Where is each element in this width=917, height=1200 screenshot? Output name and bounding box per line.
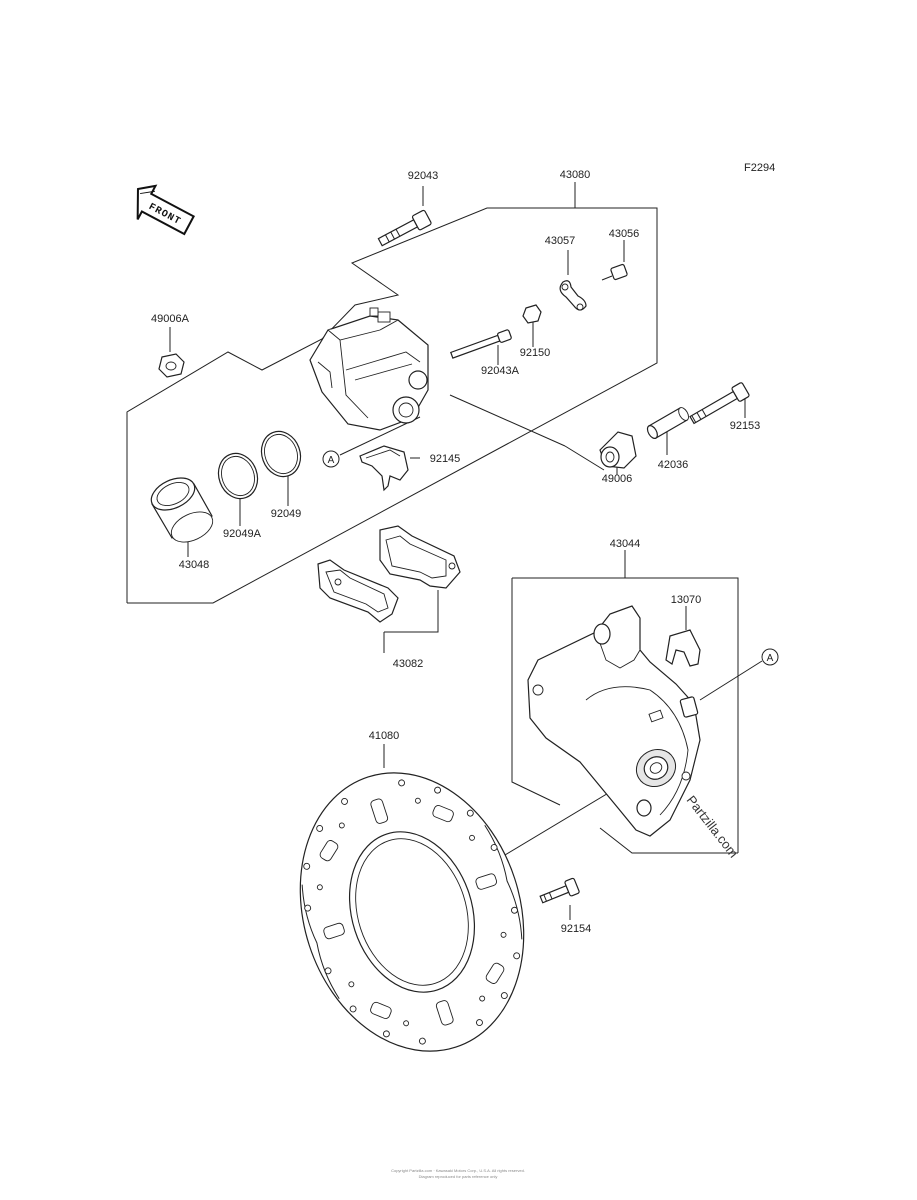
label-92043a: 92043A xyxy=(481,365,520,377)
watermark: Partzilla.com xyxy=(684,793,742,861)
pad-spring-13070 xyxy=(665,629,701,667)
footer-line-1: Copyright Partzilla.com · Kawasaki Motor… xyxy=(391,1168,525,1173)
sleeve-42036 xyxy=(646,407,689,439)
label-43080: 43080 xyxy=(560,169,591,181)
label-92153: 92153 xyxy=(730,420,761,432)
bleeder-valve-43057 xyxy=(559,280,587,311)
bolt-92043 xyxy=(377,209,432,247)
brake-pads-43082 xyxy=(317,525,461,623)
label-49006a: 49006A xyxy=(151,313,190,325)
label-92043: 92043 xyxy=(408,170,439,182)
svg-text:A: A xyxy=(767,653,774,664)
caliper-assembly-outline xyxy=(126,182,658,604)
label-92049: 92049 xyxy=(271,508,302,520)
label-92145: 92145 xyxy=(430,453,461,465)
seal-92049 xyxy=(260,430,302,478)
label-42036: 42036 xyxy=(658,459,689,471)
label-92154: 92154 xyxy=(561,923,592,935)
svg-text:A: A xyxy=(328,455,335,466)
piston-43048 xyxy=(150,477,214,543)
pin-92043a xyxy=(450,329,512,359)
bolt-92154 xyxy=(539,877,580,904)
label-43044: 43044 xyxy=(610,538,641,550)
footer-line-2: Diagram reproduced for parts reference o… xyxy=(419,1174,498,1179)
label-43057: 43057 xyxy=(545,235,576,247)
label-13070: 13070 xyxy=(671,594,702,606)
callout-a-bracket: A xyxy=(761,648,779,666)
callout-a-caliper: A xyxy=(322,450,340,468)
label-49006: 49006 xyxy=(602,473,633,485)
front-arrow-icon: FRONT xyxy=(136,184,196,236)
label-43082: 43082 xyxy=(393,658,424,670)
boot-49006 xyxy=(599,431,637,469)
label-92049a: 92049A xyxy=(223,528,262,540)
seal-92049a xyxy=(217,452,259,500)
label-43048: 43048 xyxy=(179,559,210,571)
spring-92145 xyxy=(359,445,409,492)
nut-49006a xyxy=(158,353,185,378)
figure-code: F2294 xyxy=(744,162,775,174)
bracket-assembly-outline xyxy=(511,577,739,854)
label-92150: 92150 xyxy=(520,347,551,359)
bolt-92153 xyxy=(689,382,750,425)
label-43056: 43056 xyxy=(609,228,640,240)
plug-92150 xyxy=(522,304,542,324)
caliper-bracket-43044 xyxy=(527,605,701,837)
caliper-body xyxy=(309,307,429,431)
bleeder-cap-43056 xyxy=(601,263,628,281)
label-41080: 41080 xyxy=(369,730,400,742)
brake-disc-41080 xyxy=(299,772,525,1052)
